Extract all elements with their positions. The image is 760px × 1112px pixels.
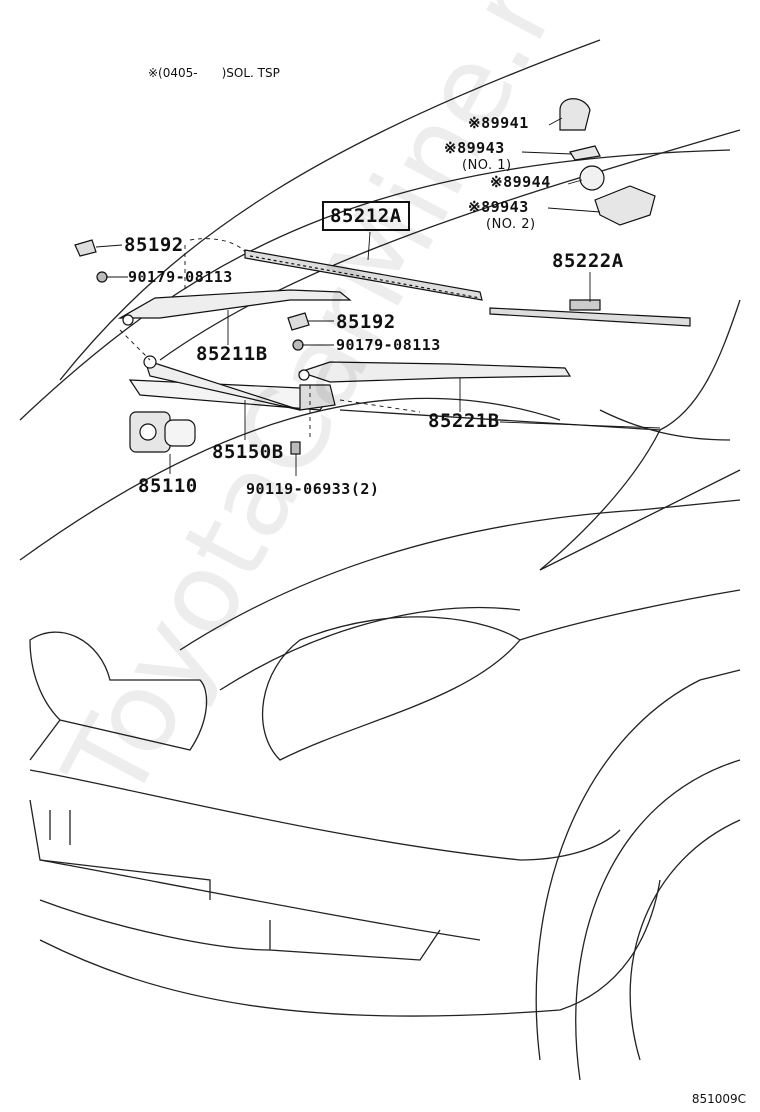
part-label-89943-no1-sub: (NO. 1) <box>462 158 512 173</box>
part-label-85221b[interactable]: 85221B <box>428 410 500 432</box>
part-label-85150b[interactable]: 85150B <box>212 441 284 463</box>
part-label-85222a[interactable]: 85222A <box>552 250 624 272</box>
part-label-85110[interactable]: 85110 <box>138 475 198 497</box>
part-label-85192-right[interactable]: 85192 <box>336 311 396 333</box>
header-note: ※(0405- )SOL. TSP <box>148 66 280 80</box>
part-label-89943-no2-sub: (NO. 2) <box>486 217 536 232</box>
part-label-90119[interactable]: 90119-06933(2) <box>246 480 380 498</box>
diagram-code: 851009C <box>691 1092 746 1106</box>
part-label-89941[interactable]: ※89941 <box>468 114 529 132</box>
part-label-89943-no1[interactable]: ※89943 <box>444 139 505 157</box>
part-label-89943-no2[interactable]: ※89943 <box>468 198 529 216</box>
part-label-85192-left[interactable]: 85192 <box>124 234 184 256</box>
part-label-85211b[interactable]: 85211B <box>196 343 268 365</box>
part-label-89944[interactable]: ※89944 <box>490 173 551 191</box>
part-label-85212a[interactable]: 85212A <box>322 201 410 231</box>
part-label-90179-right[interactable]: 90179-08113 <box>336 336 441 354</box>
part-label-90179-left[interactable]: 90179-08113 <box>128 268 233 286</box>
